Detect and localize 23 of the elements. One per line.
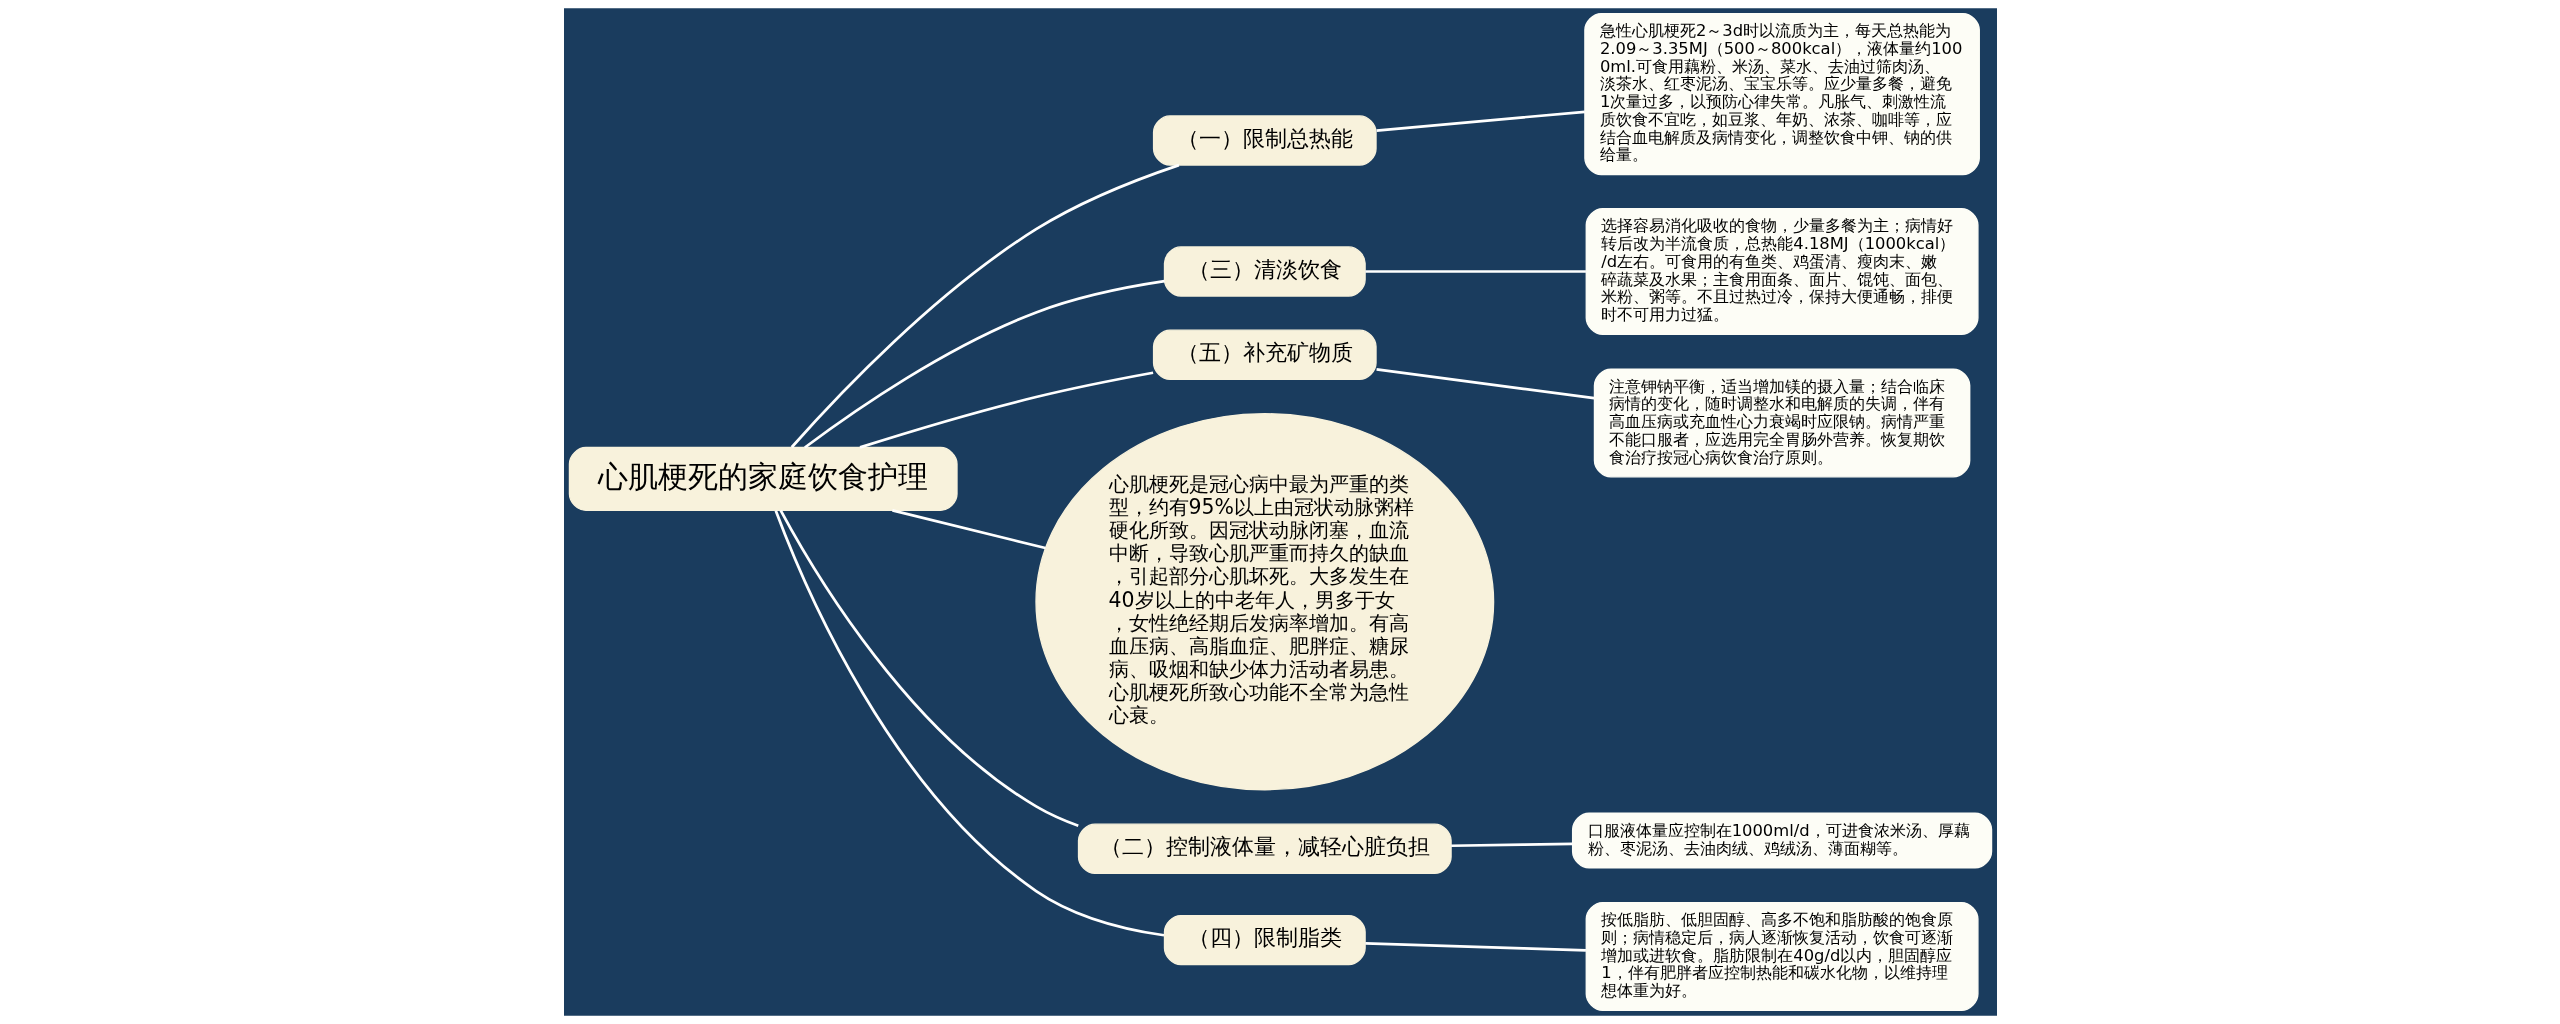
connector xyxy=(1364,270,1586,273)
node-ellipse: 心肌梗死是冠心病中最为严重的类型，约有95%以上由冠状动脉粥样硬化所致。因冠状动脉闭塞，血流中断，导致心肌严重而持久的缺血，引起部分心肌坏死。大多发生在40岁以上的中老年人，男多于女，女性绝经期后发病率增加。有高血压病、高脂血症、肥胖症、糖尿病、吸烟和缺少体力活动者易患。心肌梗死所致心功能不全常为急性心衰。 xyxy=(1034,413,1494,791)
connector xyxy=(774,510,1164,937)
node-box: 选择容易消化吸收的食物，少量多餐为主；病情好转后改为半流食质，总热能4.18MJ（1000kcal）/d左右。可食用的有鱼类、鸡蛋清、瘦肉末、嫩碎蔬菜及水果；主食用面条、面片、馄饨、面包、米粉、粥等。不且过热过冷，保持大便通畅，排便时不可用力过猛。 xyxy=(1585,208,1979,335)
connector xyxy=(891,509,1046,550)
node-box: （二）控制液体量，减轻心脏负担 xyxy=(1077,823,1452,874)
connector xyxy=(790,163,1179,449)
connector xyxy=(1364,941,1586,952)
connector xyxy=(859,371,1153,449)
node-box: 急性心肌梗死2～3d时以流质为主，每天总热能为2.09～3.35MJ（500～800kcal），液体量约1000ml.可食用藕粉、米汤、菜水、去油过筛肉汤、淡茶水、红枣泥汤、宝宝乐等。应少量多餐，避免1次量过多，以预防心律失常。凡胀气、刺激性流质饮食不宜吃，如豆浆、年奶、浓茶、咖啡等，应结合血电解质及病情变化，调整饮食中钾、钠的供给量。 xyxy=(1583,12,1980,176)
node-box: 注意钾钠平衡，适当增加镁的摄入量；结合临床病情的变化，随时调整水和电解质的失调，伴有高血压病或充血性心力衰竭时应限钠。病情严重不能口服者，应选用完全胃肠外营养。恢复期饮食治疗按冠心病饮食治疗原则。 xyxy=(1593,368,1970,478)
node-box: 口服液体量应控制在1000ml/d，可进食浓米汤、厚藕粉、枣泥汤、去油肉绒、鸡绒汤、薄面糊等。 xyxy=(1571,812,1992,869)
connector xyxy=(803,279,1165,449)
node-box: 心肌梗死的家庭饮食护理 xyxy=(568,446,958,511)
connector xyxy=(779,509,1079,828)
connector xyxy=(1375,110,1585,132)
node-box: （五）补充矿物质 xyxy=(1152,329,1377,380)
connector xyxy=(1375,368,1594,400)
node-box: （一）限制总热能 xyxy=(1152,115,1377,166)
connector xyxy=(1450,842,1572,848)
node-box: 按低脂肪、低胆固醇、高多不饱和脂肪酸的饱食原则；病情稳定后，病人逐渐恢复活动，饮食可逐渐增加或进软食。脂肪限制在40g/d以内，胆固醇应1，伴有肥胖者应控制热能和碳水化物，以维持理想体重为好。 xyxy=(1585,901,1979,1012)
node-box: （四）限制脂类 xyxy=(1163,914,1366,966)
node-box: （三）清淡饮食 xyxy=(1163,246,1366,297)
